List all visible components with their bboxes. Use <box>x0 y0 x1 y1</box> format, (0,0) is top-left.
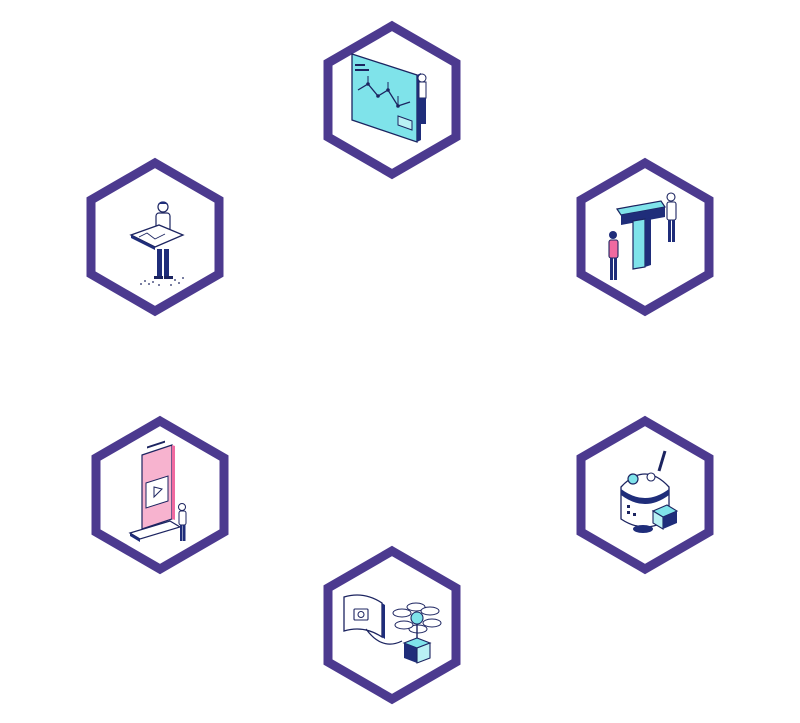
hexagon-top <box>322 20 462 180</box>
hexagon-bottom <box>322 545 462 705</box>
camera-flower-connection-icon <box>343 594 442 664</box>
person-holding-panel-icon <box>129 201 185 286</box>
hexagon-upper-right <box>575 157 715 317</box>
mobile-video-display-icon <box>128 440 187 542</box>
analytics-board-icon <box>351 53 427 143</box>
hexagon-lower-left <box>90 415 230 575</box>
robot-icon <box>620 450 679 533</box>
hexagon-lower-right <box>575 415 715 575</box>
hexagon-upper-left <box>85 157 225 317</box>
typography-letter-t-icon <box>608 192 677 280</box>
